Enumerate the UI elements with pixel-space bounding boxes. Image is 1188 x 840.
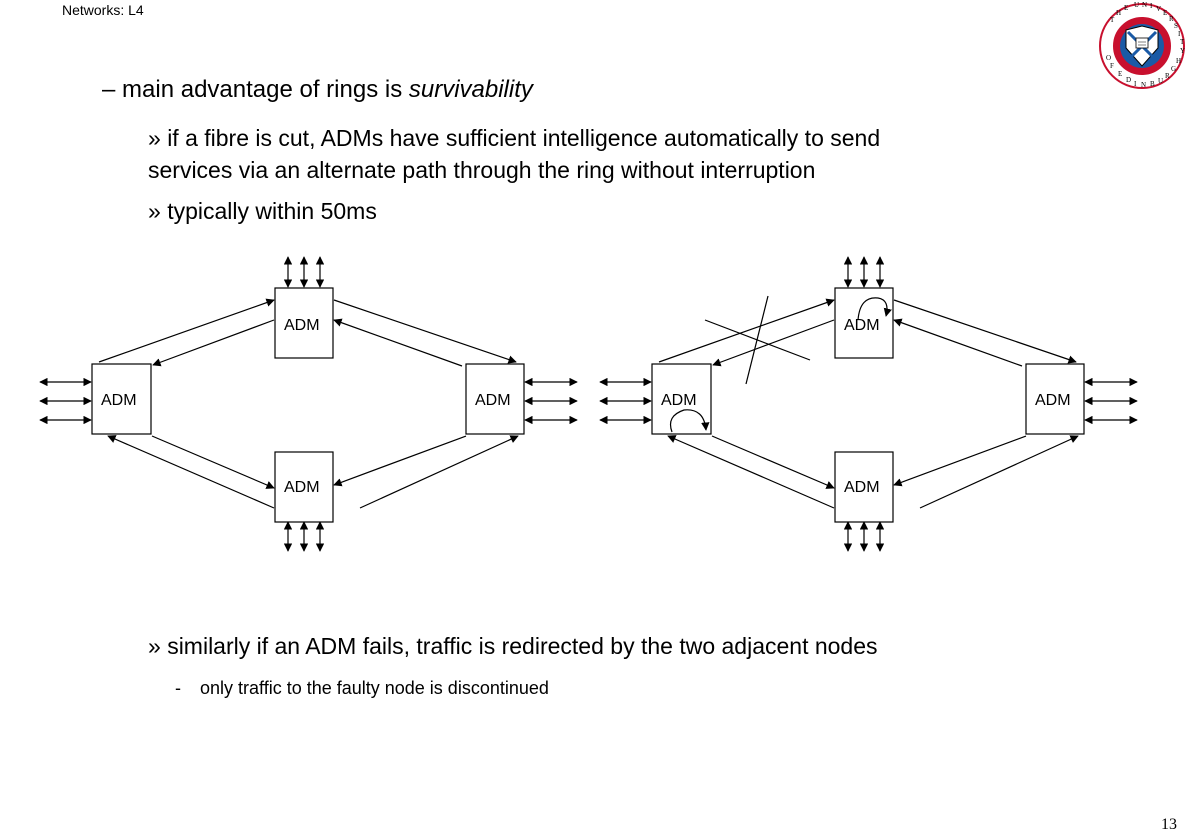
- bullet-continuation: services via an alternate path through t…: [148, 157, 816, 183]
- adm-node-label: ADM: [1035, 392, 1071, 409]
- adm-node-box: [274, 287, 334, 359]
- bullet-marker: »: [148, 198, 161, 224]
- bullet-text: main advantage of rings is: [122, 76, 409, 103]
- adm-node-label: ADM: [661, 392, 697, 409]
- bullet-fibre-cut: » if a fibre is cut, ADMs have sufficien…: [148, 122, 880, 186]
- svg-text:E: E: [1124, 4, 1128, 12]
- bullet-text: if a fibre is cut, ADMs have sufficient …: [167, 125, 881, 151]
- bullet-main-advantage: – main advantage of rings is survivabili…: [102, 76, 533, 104]
- svg-text:G: G: [1171, 65, 1176, 73]
- adm-node-label: ADM: [284, 317, 320, 334]
- bullet-text: typically within 50ms: [167, 198, 377, 224]
- svg-text:I: I: [1178, 30, 1181, 38]
- right-ring-diagram: [599, 256, 1138, 552]
- adm-node-box: [465, 363, 525, 435]
- svg-text:F: F: [1110, 62, 1114, 70]
- bullet-faulty-node: only traffic to the faulty node is disco…: [200, 678, 549, 699]
- adm-node-box: [274, 451, 334, 523]
- header-title: Networks: L4: [62, 2, 144, 18]
- bullet-50ms: » typically within 50ms: [148, 198, 377, 225]
- svg-text:B: B: [1150, 80, 1155, 88]
- svg-text:E: E: [1163, 9, 1167, 17]
- svg-text:D: D: [1126, 76, 1131, 84]
- svg-text:T: T: [1110, 16, 1115, 24]
- loopback-top-arrow: [857, 297, 892, 321]
- adm-node-box: [834, 451, 894, 523]
- svg-text:Y: Y: [1180, 47, 1185, 55]
- bullet-emphasis: survivability: [408, 76, 533, 103]
- adm-node-label: ADM: [844, 317, 880, 334]
- svg-text:N: N: [1141, 81, 1146, 89]
- adm-node-box: [1025, 363, 1085, 435]
- adm-node-label: ADM: [101, 392, 137, 409]
- svg-text:U: U: [1134, 1, 1139, 9]
- adm-node-box: [91, 363, 152, 435]
- bullet-marker: »: [148, 633, 161, 659]
- svg-text:I: I: [1134, 80, 1137, 88]
- bullet-text: similarly if an ADM fails, traffic is re…: [167, 633, 878, 659]
- left-ring-nodes: ADM ADM ADM ADM: [91, 287, 525, 523]
- right-ring-nodes: ADM ADM ADM ADM: [651, 287, 1085, 523]
- page-number: 13: [1161, 816, 1177, 833]
- svg-text:R: R: [1169, 15, 1174, 23]
- svg-text:O: O: [1106, 54, 1111, 62]
- adm-node-label: ADM: [475, 392, 511, 409]
- bullet-text: only traffic to the faulty node is disco…: [200, 678, 549, 698]
- svg-text:I: I: [1150, 2, 1153, 10]
- loopback-left-arrow: [669, 409, 710, 433]
- adm-node-label: ADM: [844, 479, 880, 496]
- bullet-marker: »: [148, 125, 161, 151]
- left-ring-diagram: [39, 256, 578, 552]
- adm-ring-diagrams: ADM ADM ADM ADM ADM ADM ADM ADM: [39, 256, 1138, 552]
- svg-text:N: N: [1142, 1, 1147, 9]
- adm-node-label: ADM: [284, 479, 320, 496]
- svg-text:E: E: [1118, 70, 1122, 78]
- svg-text:T: T: [1180, 38, 1185, 46]
- svg-text:V: V: [1156, 5, 1161, 13]
- svg-text:R: R: [1165, 72, 1170, 80]
- bullet-marker: -: [175, 678, 181, 698]
- bullet-adm-fails: » similarly if an ADM fails, traffic is …: [148, 633, 878, 660]
- adm-node-box: [651, 363, 712, 435]
- svg-text:H: H: [1176, 57, 1181, 65]
- svg-text:S: S: [1174, 22, 1178, 30]
- loopback-arrows: [669, 297, 892, 433]
- svg-text:U: U: [1158, 77, 1163, 85]
- fibre-cut-mark: [704, 295, 811, 385]
- svg-text:H: H: [1116, 9, 1121, 17]
- bullet-marker: –: [102, 76, 116, 103]
